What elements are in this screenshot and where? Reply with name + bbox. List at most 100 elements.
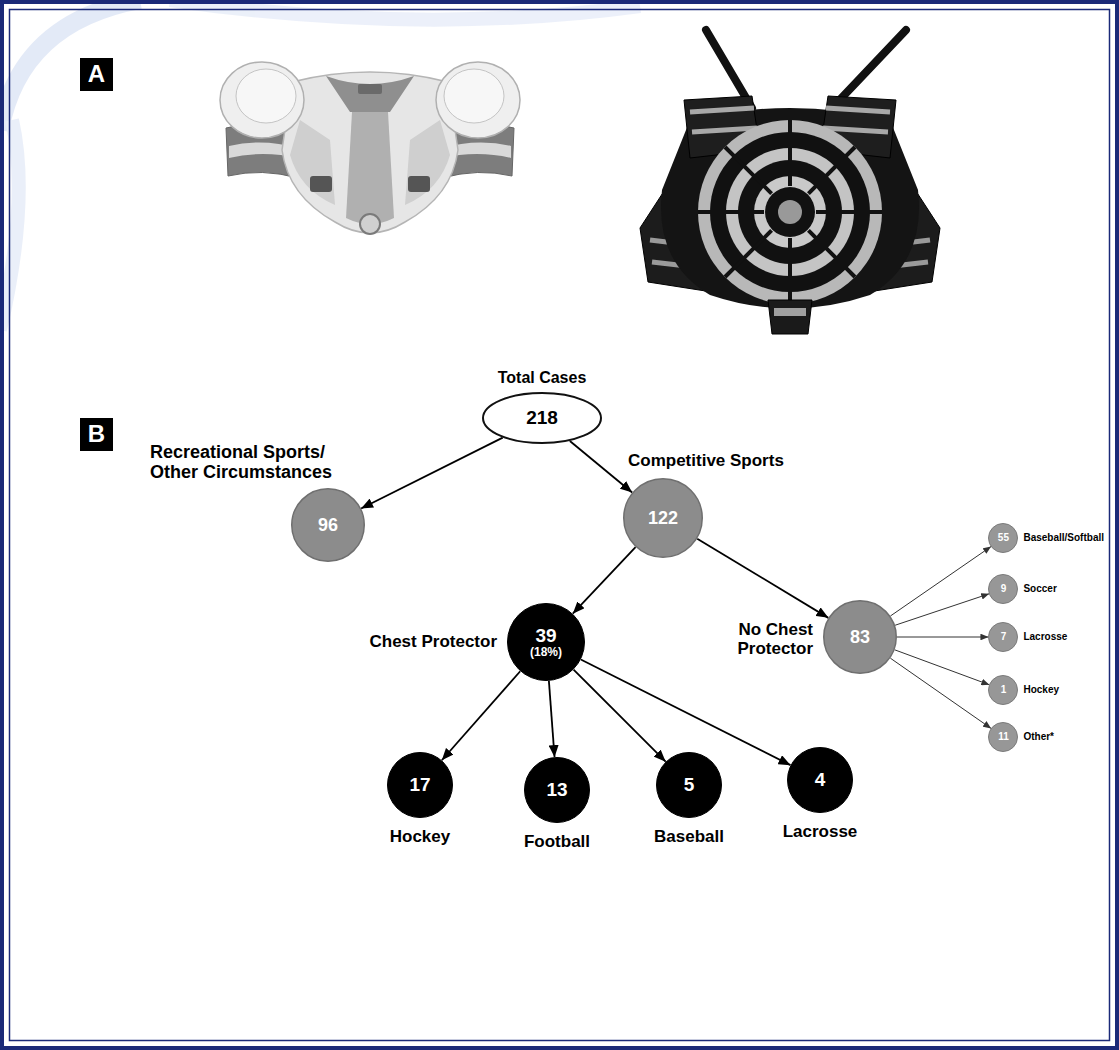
count-circle-dark: 13Football — [524, 757, 590, 823]
connector-arrow — [895, 650, 990, 685]
node-outline — [989, 676, 1018, 705]
sport-label: Other* — [1023, 731, 1054, 742]
label-holder: Chest Protector — [369, 632, 497, 651]
node-content: 9 — [988, 574, 1018, 604]
connector-arrow — [442, 671, 520, 760]
node-outline — [525, 758, 590, 823]
pad-body — [282, 72, 458, 233]
count-number: 1 — [1001, 684, 1007, 695]
node-content: 5 — [656, 752, 722, 818]
shoulder-pads-illustration — [220, 62, 520, 234]
count-number: 11 — [998, 731, 1009, 742]
sport-label: Baseball/Softball — [1023, 532, 1104, 543]
segment-line — [808, 230, 855, 277]
strap — [832, 30, 906, 108]
connector-arrow — [574, 670, 666, 762]
count-circle-small: 55Baseball/Softball — [988, 523, 1018, 553]
segment-line — [725, 230, 772, 277]
node-outline — [388, 753, 453, 818]
flap-stripe — [826, 108, 890, 112]
count-number: 39 — [535, 625, 556, 646]
total-ellipse: 218Total Cases — [482, 392, 602, 444]
connector-arrow — [573, 547, 636, 614]
node-content: 96 — [291, 488, 365, 562]
count-circle-small: 7Lacrosse — [988, 622, 1018, 652]
flap-stripe — [690, 108, 754, 112]
count-number: 9 — [1001, 583, 1007, 594]
connectors — [361, 438, 991, 766]
sport-label: Lacrosse — [783, 822, 858, 841]
label-holder: Baseball — [654, 827, 724, 846]
percent-label: (18%) — [530, 646, 562, 659]
shoulder-cap-inner — [444, 69, 504, 123]
pad-neck — [326, 76, 414, 112]
segment-line — [725, 147, 772, 194]
node-content: 1 — [988, 675, 1018, 705]
node-content: 218 — [482, 392, 602, 444]
label-holder: Hockey — [1023, 684, 1059, 695]
node-content: 7 — [988, 622, 1018, 652]
pad-center-stripe — [346, 112, 394, 224]
count-circle: 83No Chest Protector — [823, 600, 897, 674]
node-outline — [483, 393, 601, 443]
count-circle-dark: 5Baseball — [656, 752, 722, 818]
sport-label: Hockey — [1023, 684, 1059, 695]
pad-side-panel — [405, 120, 450, 205]
connector-arrow — [581, 660, 791, 766]
shoulder-cap-inner — [236, 69, 296, 123]
label-holder: Football — [524, 832, 590, 851]
panel-letter: B — [80, 418, 113, 451]
count-circle-dark: 4Lacrosse — [787, 747, 853, 813]
background-swooshes — [0, 0, 640, 330]
ring — [698, 120, 882, 304]
count-number: 7 — [1001, 631, 1007, 642]
label-holder: Soccer — [1023, 583, 1056, 594]
sport-label: Baseball — [654, 827, 724, 846]
shoulder-cap — [220, 62, 304, 138]
count-number: 55 — [998, 532, 1009, 543]
ring — [778, 200, 802, 224]
count-number: 218 — [526, 407, 558, 428]
pad-clip — [310, 176, 332, 192]
count-number: 5 — [684, 774, 695, 795]
pad-logo — [358, 84, 382, 94]
pad-badge — [360, 214, 380, 234]
node-content: 13 — [524, 757, 590, 823]
label-holder: Other* — [1023, 731, 1054, 742]
node-outline — [989, 623, 1018, 652]
heading-label: No Chest Protector — [709, 620, 813, 658]
segment-line — [816, 210, 882, 214]
segment-line — [788, 238, 792, 304]
node-content: 39(18%) — [507, 603, 585, 681]
node-content: 11 — [988, 722, 1018, 752]
label-holder: Competitive Sports — [628, 451, 784, 470]
count-number: 13 — [546, 779, 567, 800]
count-number: 4 — [815, 769, 826, 790]
node-outline — [989, 524, 1018, 553]
swoosh — [0, 0, 140, 130]
segment-line — [788, 120, 792, 186]
node-content: 55 — [988, 523, 1018, 553]
heading-label: Recreational Sports/ Other Circumstances — [150, 442, 355, 482]
connector-arrow — [890, 547, 991, 616]
node-outline — [989, 575, 1018, 604]
chest-protector-illustration — [640, 30, 940, 334]
sport-label: Lacrosse — [1023, 631, 1067, 642]
connector-arrow — [570, 441, 632, 492]
label-holder: A — [80, 58, 113, 91]
count-circle: 96Recreational Sports/ Other Circumstanc… — [291, 488, 365, 562]
count-number: 96 — [318, 515, 338, 535]
label-holder: Recreational Sports/ Other Circumstances — [150, 442, 355, 482]
pad-clip — [408, 176, 430, 192]
label-holder: Hockey — [390, 827, 450, 846]
label-holder: Lacrosse — [1023, 631, 1067, 642]
count-number: 17 — [409, 774, 430, 795]
heading-label: Total Cases — [498, 369, 587, 387]
node-content: 83 — [823, 600, 897, 674]
